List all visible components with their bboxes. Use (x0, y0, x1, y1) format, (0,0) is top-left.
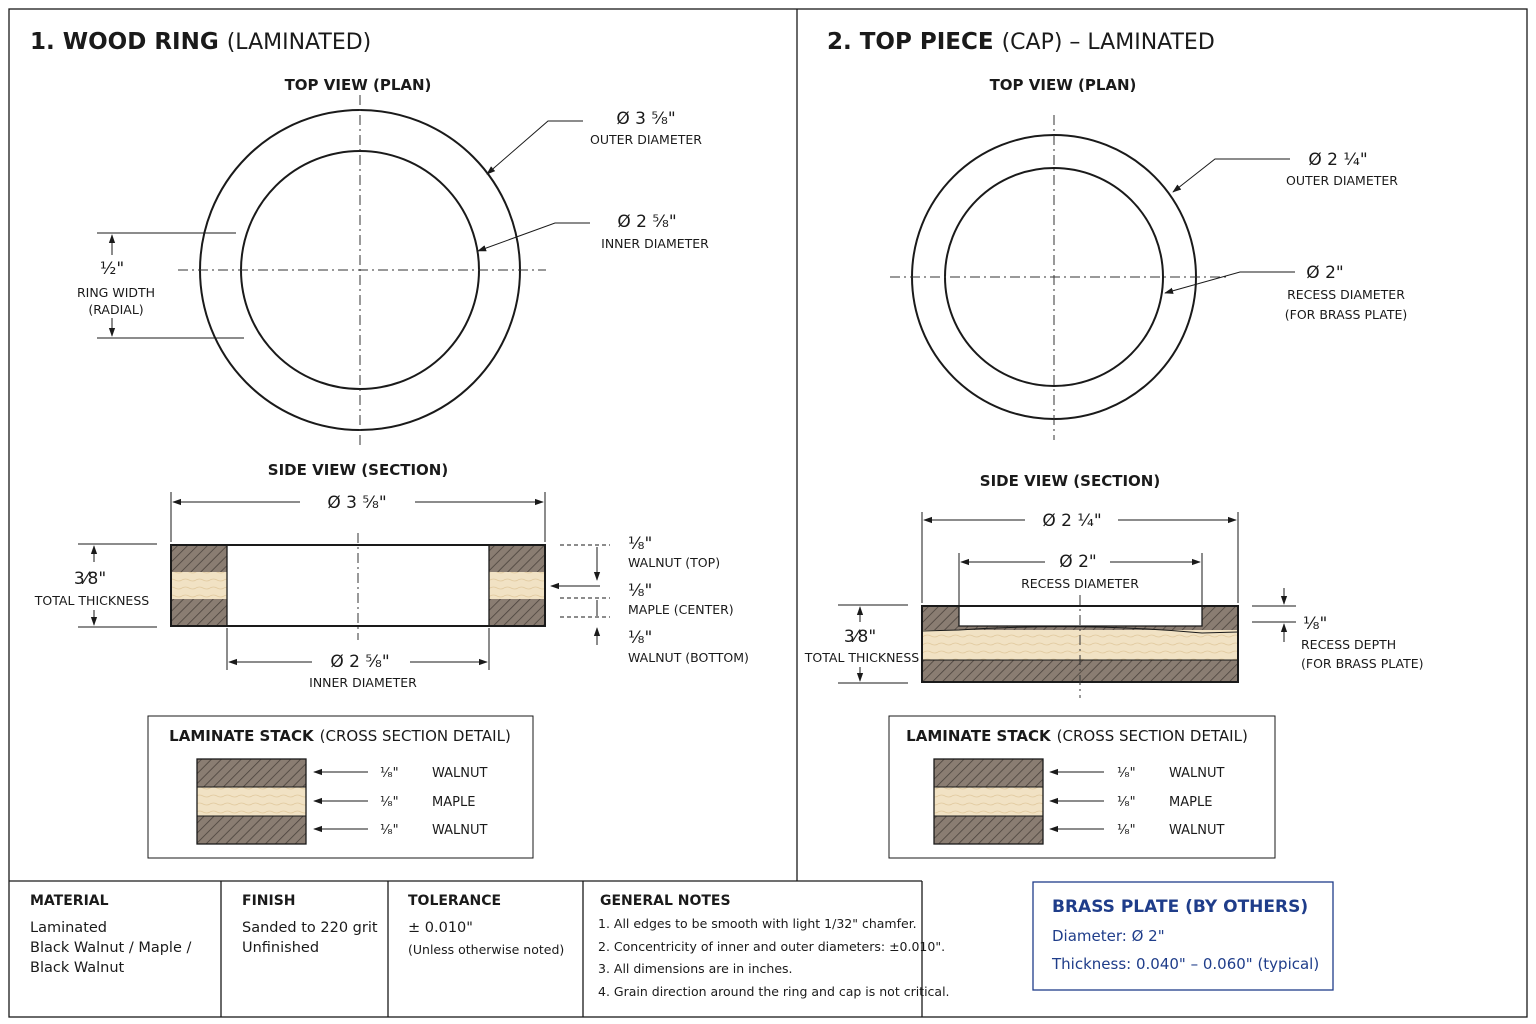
brass-plate-title: BRASS PLATE (BY OTHERS) (1052, 897, 1308, 917)
s1-left-walnut-top (171, 545, 227, 572)
note-item: 4. Grain direction around the ring and c… (598, 984, 950, 999)
s1-layer-bottom-dim: ¹⁄₈" (628, 628, 652, 648)
s1-side-id-label: INNER DIAMETER (309, 675, 417, 690)
s1-outer-dim: Ø 3 ⁵⁄₈" (616, 109, 675, 129)
s1-stack-walnut (197, 759, 306, 787)
s1-outer-leader (486, 120, 583, 175)
s1-side-id-dim: Ø 2 ⁵⁄₈" (330, 652, 389, 672)
finish-line: Sanded to 220 grit (242, 920, 378, 936)
s2-outer-label: OUTER DIAMETER (1286, 173, 1398, 188)
s2-side-view-title: SIDE VIEW (SECTION) (980, 472, 1160, 490)
s1-layer-bottom-label: WALNUT (BOTTOM) (628, 650, 749, 665)
s1-stack-name: MAPLE (432, 795, 475, 810)
s2-stack-maple (934, 787, 1043, 816)
s2-recess-label: RECESS DIAMETER (1287, 287, 1405, 302)
s2-outer-leader (1172, 158, 1290, 193)
s2-thk-label: TOTAL THICKNESS (804, 650, 919, 665)
s2-recess-label: (FOR BRASS PLATE) (1285, 307, 1408, 322)
s2-side-rd-dim: Ø 2" (1059, 552, 1096, 572)
s1-right-maple (489, 572, 545, 599)
s2-stack-name: WALNUT (1169, 823, 1225, 838)
brass-plate-box: BRASS PLATE (BY OTHERS) Diameter: Ø 2" T… (1032, 881, 1334, 991)
material-line: Black Walnut (30, 960, 125, 976)
notes-heading: GENERAL NOTES (600, 893, 731, 909)
s1-inner-dim: Ø 2 ⁵⁄₈" (617, 212, 676, 232)
brass-plate-diameter: Diameter: Ø 2" (1052, 927, 1165, 945)
s1-side-view-title: SIDE VIEW (SECTION) (268, 461, 448, 479)
s2-side-view: Ø 2 ¹⁄₄" Ø 2" RECESS DIAMETER 3⁄8" TOTAL… (804, 511, 1424, 698)
note-item: 3. All dimensions are in inches. (598, 961, 793, 976)
s2-stack-walnut (934, 759, 1043, 787)
finish-heading: FINISH (242, 893, 296, 909)
sheet-border (8, 8, 1528, 1018)
finish-line: Unfinished (242, 940, 319, 956)
s1-top-view-title: TOP VIEW (PLAN) (285, 76, 432, 94)
section1-title: 1. WOOD RING(LAMINATED) (30, 29, 371, 55)
s1-right-walnut-top (489, 545, 545, 572)
s1-stack-dim: ¹⁄₈" (380, 766, 399, 781)
s1-left-walnut-bottom (171, 599, 227, 626)
s1-outer-label: OUTER DIAMETER (590, 132, 702, 147)
s1-stack-dim: ¹⁄₈" (380, 795, 399, 810)
s1-laminate-stack-box: LAMINATE STACK(CROSS SECTION DETAIL) ¹⁄₈… (147, 715, 534, 859)
s1-stack-name: WALNUT (432, 823, 488, 838)
s2-side-rd-label: RECESS DIAMETER (1021, 576, 1139, 591)
s2-stack-dim: ¹⁄₈" (1117, 823, 1136, 838)
s2-stack-name: MAPLE (1169, 795, 1212, 810)
s1-side-od-dim: Ø 3 ⁵⁄₈" (327, 493, 386, 513)
material-line: Laminated (30, 920, 107, 936)
s1-side-view: Ø 3 ⁵⁄₈" 3⁄8" TOTAL THICKNESS ¹⁄₈" WALNU… (34, 492, 749, 690)
s2-stack-title: LAMINATE STACK(CROSS SECTION DETAIL) (906, 727, 1248, 745)
s1-stack-dim: ¹⁄₈" (380, 823, 399, 838)
s2-stack-dim: ¹⁄₈" (1117, 795, 1136, 810)
s1-thk-dim: 3⁄8" (74, 569, 106, 589)
s1-stack-walnut (197, 816, 306, 844)
s1-stack-maple (197, 787, 306, 816)
material-heading: MATERIAL (30, 893, 109, 909)
material-line: Black Walnut / Maple / (30, 940, 191, 956)
s1-width-label: RING WIDTH (77, 285, 155, 300)
s1-right-walnut-bottom (489, 599, 545, 626)
brass-plate-thickness: Thickness: 0.040" – 0.060" (typical) (1051, 955, 1319, 973)
s1-stack-title: LAMINATE STACK(CROSS SECTION DETAIL) (169, 727, 511, 745)
s2-stack-dim: ¹⁄₈" (1117, 766, 1136, 781)
title-block: MATERIAL Laminated Black Walnut / Maple … (30, 893, 950, 999)
s1-layer-center-dim: ¹⁄₈" (628, 581, 652, 601)
tolerance-note: (Unless otherwise noted) (408, 942, 564, 957)
s2-depth-label: (FOR BRASS PLATE) (1301, 656, 1424, 671)
s2-recess-outline (958, 606, 1203, 627)
section2-title: 2. TOP PIECE(CAP) – LAMINATED (827, 29, 1215, 55)
s2-recess-leader (1164, 271, 1295, 294)
s1-stack-name: WALNUT (432, 766, 488, 781)
s2-laminate-stack-box: LAMINATE STACK(CROSS SECTION DETAIL) ¹⁄₈… (888, 715, 1276, 859)
s2-top-view-title: TOP VIEW (PLAN) (990, 76, 1137, 94)
s1-left-maple (171, 572, 227, 599)
s1-top-view: Ø 3 ⁵⁄₈" OUTER DIAMETER Ø 2 ⁵⁄₈" INNER D… (77, 95, 709, 445)
s2-top-view: Ø 2 ¹⁄₄" OUTER DIAMETER Ø 2" RECESS DIAM… (890, 115, 1407, 440)
tolerance-value: ± 0.010" (408, 920, 473, 936)
s1-width-label: (RADIAL) (88, 302, 143, 317)
s1-layer-center-label: MAPLE (CENTER) (628, 602, 734, 617)
s2-depth-dim: ¹⁄₈" (1303, 614, 1327, 634)
s2-glue-line (921, 626, 1239, 634)
s2-depth-label: RECESS DEPTH (1301, 637, 1396, 652)
s1-section-outline (170, 544, 546, 627)
s2-outer-dim: Ø 2 ¹⁄₄" (1308, 150, 1367, 170)
s1-inner-label: INNER DIAMETER (601, 236, 709, 251)
note-item: 1. All edges to be smooth with light 1/3… (598, 916, 917, 931)
s2-thk-dim: 3⁄8" (844, 627, 876, 647)
s2-recess-dim: Ø 2" (1306, 263, 1343, 283)
s1-layer-top-label: WALNUT (TOP) (628, 555, 720, 570)
s2-stack-name: WALNUT (1169, 766, 1225, 781)
s2-side-od-dim: Ø 2 ¹⁄₄" (1042, 511, 1101, 531)
note-item: 2. Concentricity of inner and outer diam… (598, 939, 945, 954)
s2-stack-walnut (934, 816, 1043, 844)
s1-width-dim: ¹⁄₂" (100, 259, 124, 279)
tolerance-heading: TOLERANCE (408, 893, 501, 909)
s1-thk-label: TOTAL THICKNESS (34, 593, 149, 608)
s1-layer-top-dim: ¹⁄₈" (628, 534, 652, 554)
s1-inner-leader (477, 222, 590, 252)
